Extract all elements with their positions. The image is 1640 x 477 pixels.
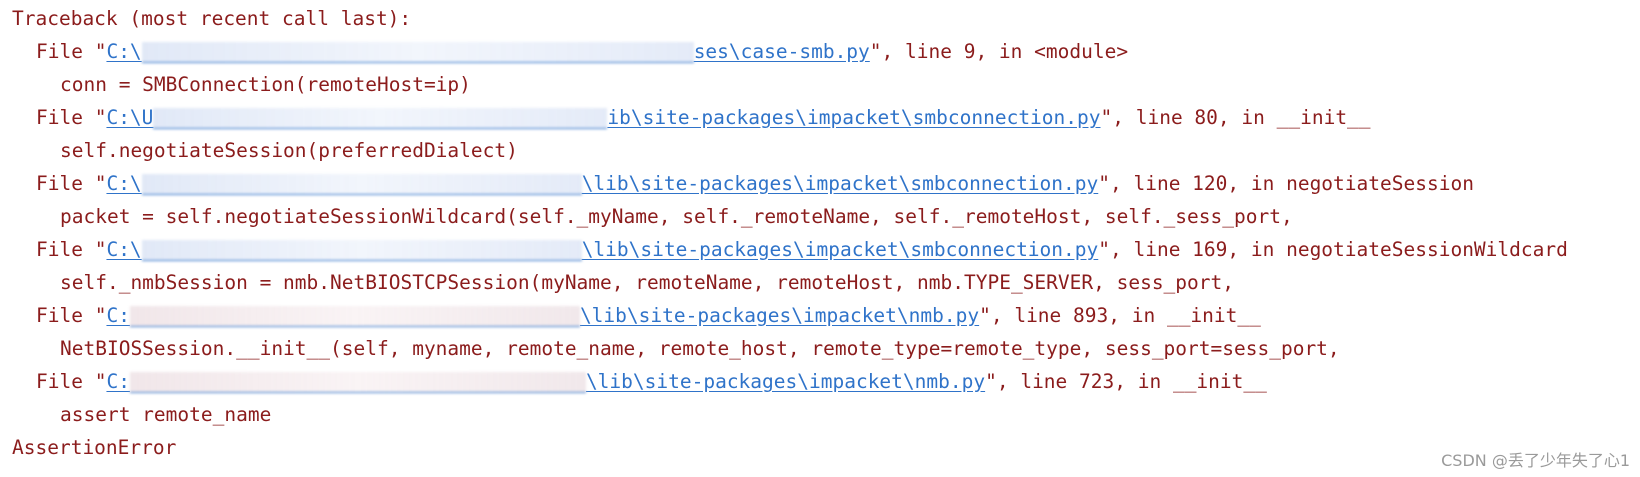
redacted-path — [129, 306, 580, 327]
frame-location: ", line 169, in negotiateSessionWildcard — [1098, 238, 1568, 261]
frame-code-2: self.negotiateSession(preferredDialect) — [60, 139, 518, 162]
file-path-link-2[interactable]: C:\U ib\site-packages\impacket\smbconnect… — [106, 106, 1101, 129]
file-prefix: File " — [36, 172, 107, 195]
path-start: C:\ — [106, 172, 142, 195]
frame-location: ", line 120, in negotiateSession — [1098, 172, 1474, 195]
frame-location: ", line 893, in __init__ — [979, 304, 1261, 327]
traceback-header: Traceback (most recent call last): — [12, 7, 412, 30]
file-path-link-5[interactable]: C: \lib\site-packages\impacket\nmb.py — [106, 304, 979, 327]
file-prefix: File " — [36, 106, 107, 129]
redacted-path — [153, 108, 608, 129]
path-start: C: — [106, 370, 130, 393]
traceback-frame-4: File "C:\ \lib\site-packages\impacket\smb… — [12, 233, 1632, 266]
frame-location: ", line 9, in <module> — [869, 40, 1129, 63]
traceback-console: Traceback (most recent call last): File … — [12, 2, 1632, 464]
path-end: \lib\site-packages\impacket\smbconnectio… — [581, 172, 1099, 195]
frame-code-6: assert remote_name — [60, 403, 272, 426]
frame-code-5: NetBIOSSession.__init__(self, myname, re… — [60, 337, 1340, 360]
redacted-path — [141, 240, 582, 261]
traceback-frame-1: File "C:\ ses\case-smb.py", line 9, in <m… — [12, 35, 1632, 68]
file-prefix: File " — [36, 304, 107, 327]
file-prefix: File " — [36, 40, 107, 63]
error-name: AssertionError — [12, 436, 177, 459]
file-prefix: File " — [36, 370, 107, 393]
frame-code-4: self._nmbSession = nmb.NetBIOSTCPSession… — [60, 271, 1234, 294]
file-path-link-1[interactable]: C:\ ses\case-smb.py — [106, 40, 870, 63]
csdn-watermark: CSDN @丢了少年失了心1 — [1441, 451, 1630, 470]
path-end: \lib\site-packages\impacket\nmb.py — [579, 304, 980, 327]
path-end: ses\case-smb.py — [693, 40, 870, 63]
path-end: \lib\site-packages\impacket\nmb.py — [585, 370, 986, 393]
path-end: ib\site-packages\impacket\smbconnection.… — [607, 106, 1101, 129]
traceback-frame-5: File "C: \lib\site-packages\impacket\nmb.… — [12, 299, 1632, 332]
frame-code-3: packet = self.negotiateSessionWildcard(s… — [60, 205, 1293, 228]
traceback-frame-6: File "C: \lib\site-packages\impacket\nmb.… — [12, 365, 1632, 398]
redacted-path — [141, 42, 694, 63]
traceback-frame-2: File "C:\U ib\site-packages\impacket\smbc… — [12, 101, 1632, 134]
traceback-frame-3: File "C:\ \lib\site-packages\impacket\smb… — [12, 167, 1632, 200]
path-start: C:\ — [106, 40, 142, 63]
path-start: C:\ — [106, 238, 142, 261]
redacted-path — [129, 372, 586, 393]
frame-code-1: conn = SMBConnection(remoteHost=ip) — [60, 73, 471, 96]
frame-location: ", line 723, in __init__ — [985, 370, 1267, 393]
redacted-path — [141, 174, 582, 195]
path-end: \lib\site-packages\impacket\smbconnectio… — [581, 238, 1099, 261]
path-start: C:\U — [106, 106, 154, 129]
frame-location: ", line 80, in __init__ — [1100, 106, 1371, 129]
file-path-link-3[interactable]: C:\ \lib\site-packages\impacket\smbconnec… — [106, 172, 1098, 195]
file-path-link-6[interactable]: C: \lib\site-packages\impacket\nmb.py — [106, 370, 985, 393]
file-path-link-4[interactable]: C:\ \lib\site-packages\impacket\smbconnec… — [106, 238, 1098, 261]
file-prefix: File " — [36, 238, 107, 261]
path-start: C: — [106, 304, 130, 327]
